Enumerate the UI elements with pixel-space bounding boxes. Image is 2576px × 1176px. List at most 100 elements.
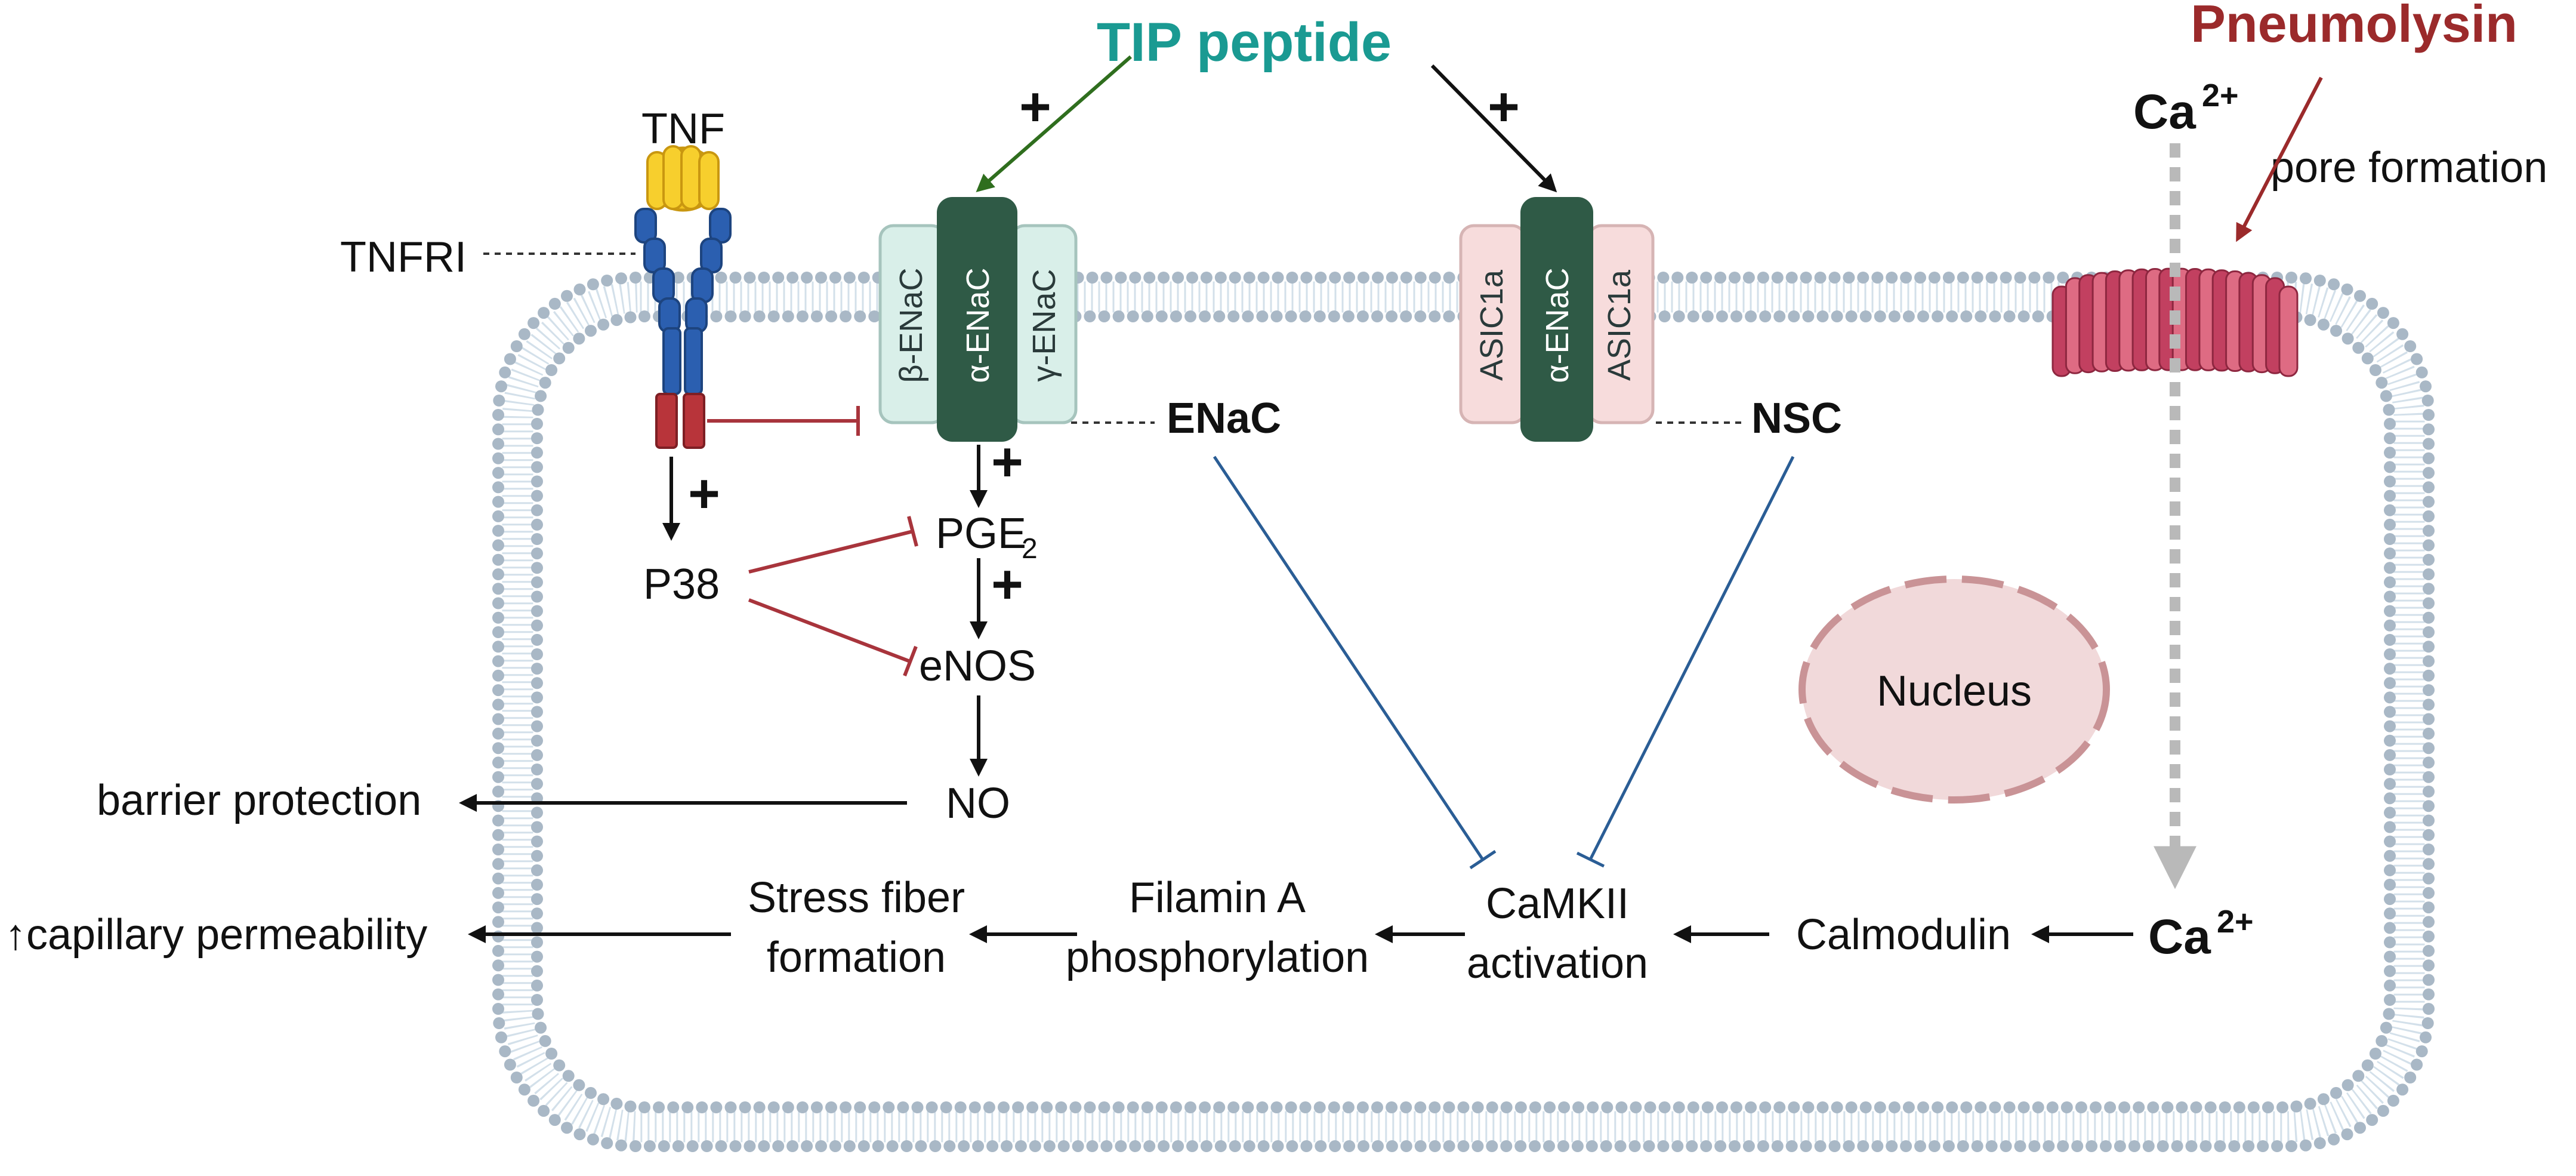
inner-lipid-head	[2204, 1101, 2217, 1113]
inner-lipid-head	[983, 1101, 995, 1113]
outer-lipid-head	[1471, 1140, 1484, 1152]
inner-lipid-head	[531, 504, 543, 516]
outer-lipid-head	[1214, 272, 1227, 284]
nucleus	[1798, 575, 2110, 804]
inner-lipid-head	[1429, 310, 1441, 322]
outer-lipid-head	[2057, 1140, 2069, 1152]
outer-lipid-head	[492, 843, 504, 855]
nsc-label: NSC	[1751, 395, 1842, 442]
inner-lipid-head	[825, 1101, 837, 1113]
inner-lipid-head	[2384, 720, 2396, 732]
outer-lipid-head	[1129, 1140, 1142, 1152]
inner-lipid-head	[531, 418, 543, 430]
inner-lipid-head	[1429, 1101, 1441, 1113]
ca-top-label: Ca	[2133, 85, 2196, 139]
inner-lipid-head	[531, 547, 543, 560]
outer-lipid-head	[1843, 272, 1855, 284]
inner-lipid-head	[531, 821, 543, 833]
inner-lipid-head	[2384, 792, 2396, 805]
outer-lipid-head	[2423, 886, 2435, 899]
inner-lipid-head	[1932, 1101, 1944, 1113]
inner-lipid-head	[531, 590, 543, 603]
outer-lipid-head	[1914, 272, 1926, 284]
inner-lipid-head	[1975, 1101, 1987, 1113]
inner-lipid-head	[2384, 547, 2396, 560]
inner-lipid-head	[1069, 1101, 1082, 1113]
outer-lipid-head	[2423, 510, 2435, 522]
outer-lipid-head	[744, 272, 756, 284]
outer-lipid-head	[1886, 272, 1898, 284]
inner-lipid-head	[854, 1101, 866, 1113]
inner-lipid-head	[739, 1101, 751, 1113]
alpha-enac-subunit	[937, 197, 1017, 442]
inner-lipid-head	[724, 310, 737, 322]
pneumolysin-arrow	[2236, 76, 2323, 242]
outer-lipid-head	[1014, 1140, 1027, 1152]
outer-lipid-head	[1386, 1140, 1398, 1152]
outer-lipid-head	[2423, 872, 2435, 885]
inner-lipid-head	[532, 404, 544, 416]
outer-lipid-head	[518, 1083, 530, 1096]
inner-lipid-head	[2384, 562, 2396, 574]
filamin-label-1: Filamin A	[1129, 874, 1306, 922]
outer-lipid-head	[857, 1140, 870, 1152]
outer-lipid-head	[915, 1140, 927, 1152]
alpha-enac-label: α-ENaC	[960, 267, 996, 383]
inner-lipid-head	[2376, 1035, 2388, 1047]
outer-lipid-head	[1286, 1140, 1298, 1152]
inner-lipid-head	[868, 1101, 881, 1113]
outer-lipid-head	[2423, 626, 2435, 638]
inner-lipid-head	[531, 893, 543, 906]
inner-lipid-head	[2384, 663, 2396, 675]
outer-lipid-head	[1757, 1140, 1769, 1152]
outer-lipid-head	[2341, 1128, 2353, 1141]
outer-lipid-head	[1714, 272, 1727, 284]
inner-lipid-head	[2361, 352, 2374, 365]
inner-lipid-head	[2290, 1100, 2303, 1113]
outer-lipid-head	[2354, 1122, 2366, 1134]
outer-lipid-head	[1300, 272, 1313, 284]
inner-lipid-head	[1989, 310, 2001, 322]
outer-lipid-head	[744, 1140, 756, 1152]
inner-lipid-head	[1342, 1101, 1355, 1113]
outer-lipid-head	[2423, 495, 2435, 508]
inner-lipid-head	[1371, 310, 1383, 322]
outer-lipid-head	[492, 452, 504, 464]
outer-lipid-head	[2028, 272, 2041, 284]
outer-lipid-head	[1729, 1140, 1741, 1152]
inner-lipid-head	[2352, 1070, 2365, 1082]
inner-lipid-head	[1184, 310, 1196, 322]
outer-lipid-head	[2328, 1133, 2340, 1146]
nucleus-label: Nucleus	[1877, 667, 2032, 715]
outer-lipid-head	[2387, 317, 2399, 330]
outer-lipid-head	[2043, 1140, 2055, 1152]
outer-lipid-head	[1871, 272, 1884, 284]
outer-lipid-head	[2421, 1017, 2434, 1029]
outer-lipid-head	[2000, 272, 2012, 284]
inner-lipid-head	[553, 1059, 566, 1072]
outer-lipid-head	[492, 829, 504, 841]
inner-lipid-head	[1227, 310, 1240, 322]
outer-lipid-head	[2300, 272, 2312, 285]
outer-lipid-head	[2071, 1140, 2084, 1152]
inner-lipid-head	[562, 1070, 575, 1082]
inner-lipid-head	[1716, 1101, 1728, 1113]
inner-lipid-head	[531, 677, 543, 689]
inner-lipid-head	[531, 734, 543, 747]
inner-lipid-head	[710, 1101, 723, 1113]
inner-lipid-head	[681, 1101, 694, 1113]
pneumolysin-title: Pneumolysin	[2191, 0, 2518, 53]
inner-lipid-head	[531, 979, 543, 992]
outer-lipid-head	[2423, 930, 2435, 943]
outer-lipid-head	[2423, 553, 2435, 566]
inner-lipid-head	[1946, 1101, 1958, 1113]
outer-lipid-head	[2423, 959, 2435, 972]
outer-lipid-head	[1529, 1140, 1541, 1152]
outer-lipid-head	[492, 539, 504, 552]
inner-lipid-head	[883, 1101, 895, 1113]
inner-lipid-head	[1170, 1101, 1182, 1113]
inner-lipid-head	[638, 1101, 650, 1113]
outer-lipid-head	[2423, 713, 2435, 725]
inner-lipid-head	[854, 310, 866, 322]
inner-lipid-head	[1888, 310, 1901, 322]
